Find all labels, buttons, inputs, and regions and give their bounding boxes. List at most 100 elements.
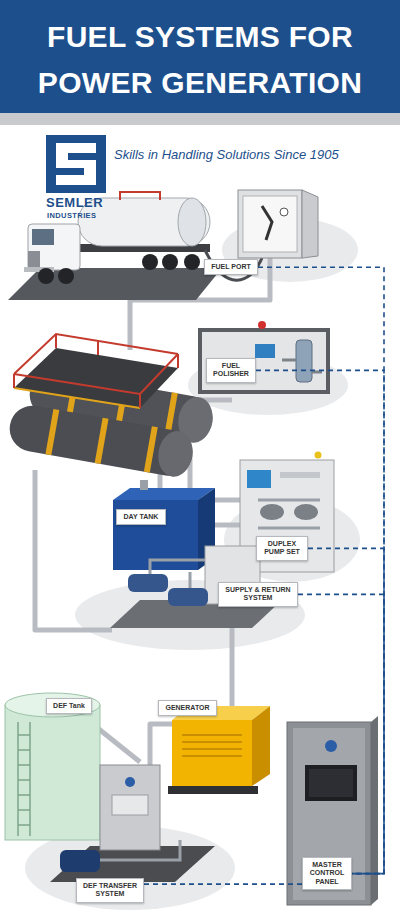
panel-side [371, 716, 378, 905]
pump-motor [168, 588, 208, 606]
fuel-port-cabinet [238, 190, 318, 258]
gauge [280, 208, 288, 216]
internal-pipe [100, 840, 180, 860]
tank-band [45, 409, 59, 455]
cabinet-frame [198, 328, 330, 394]
truck-cab [28, 224, 80, 270]
generator [168, 706, 270, 794]
control-screen [247, 470, 271, 488]
control-screen [255, 344, 275, 358]
control-link [144, 883, 302, 885]
component-label-box: DUPLEX PUMP SET [256, 536, 308, 561]
component-label: DAY TANK [121, 513, 161, 521]
pump-motor [294, 504, 318, 520]
tank-fitting [140, 480, 148, 490]
tanker-rail [120, 192, 160, 200]
component-label-box: FUEL POLISHER [206, 358, 256, 383]
panel-body [287, 722, 371, 905]
transfer-cabinet [100, 765, 160, 850]
master-control-panel [287, 716, 378, 905]
tank-end [155, 428, 196, 479]
tanker-truck [8, 192, 262, 300]
platform-rail [14, 334, 178, 374]
brand-name: INDUSTRIES [47, 211, 96, 220]
component-label: DEF Tank [51, 702, 87, 710]
tanker-end [178, 198, 206, 246]
component-label: DEF TRANSFER SYSTEM [81, 882, 139, 899]
component-label: GENERATOR [163, 704, 212, 712]
component-label-box: MASTER CONTROL PANEL [302, 857, 352, 890]
fuel-pipe [35, 470, 112, 630]
indicator-strip [280, 472, 320, 478]
truck-wheel [142, 254, 158, 270]
beacon-light [315, 452, 322, 459]
filter-vessel [296, 340, 312, 382]
logo-block [46, 135, 106, 193]
page-title: FUEL SYSTEMS FOR POWER GENERATION [20, 14, 380, 106]
component-label-box: DEF TRANSFER SYSTEM [76, 878, 144, 903]
logo-s-shape [56, 143, 96, 185]
truck-wheel [38, 268, 54, 284]
tagline: Skills in Handling Solutions Since 1905 [114, 147, 339, 163]
selector-knob [125, 777, 135, 787]
generator-side [252, 706, 270, 786]
component-label: FUEL PORT [209, 263, 253, 271]
selector-knob [325, 740, 337, 752]
control-link [308, 548, 384, 873]
generator-front [172, 720, 252, 786]
component-label-box: FUEL PORT [204, 259, 258, 275]
fuel-pipe [215, 523, 242, 528]
tank-body [6, 402, 196, 479]
brand-name: SEMLER [46, 196, 103, 210]
storage-tanks [6, 334, 216, 479]
truck-wheel [162, 254, 178, 270]
tank-platform [14, 348, 178, 408]
component-label-box: GENERATOR [158, 700, 217, 716]
storage-tank [6, 402, 196, 479]
title-rule [0, 113, 400, 125]
beacon-light [258, 321, 266, 329]
cabinet-door [112, 795, 148, 815]
cabinet-face [202, 332, 326, 390]
cabinet-body [238, 190, 302, 258]
control-link [258, 267, 384, 873]
touch-screen [305, 765, 357, 801]
component-label: DUPLEX PUMP SET [261, 540, 303, 557]
screen-glass [309, 769, 353, 797]
pump-motor [128, 574, 168, 592]
rail-post [97, 341, 99, 355]
fuel-polisher-cabinet [198, 321, 330, 394]
cabinet-door [302, 190, 318, 258]
day-tank [113, 480, 215, 570]
fuel-pipe [230, 625, 235, 706]
truck-pad [8, 268, 222, 300]
tank-ladder [18, 722, 30, 836]
pump-motor [260, 504, 284, 520]
rail-post [55, 334, 57, 348]
generator-vent [182, 735, 242, 756]
component-label-box: SUPPLY & RETURN SYSTEM [218, 582, 298, 607]
internal-pipe [258, 500, 320, 528]
pump-motor [60, 850, 100, 872]
tank-band [95, 418, 109, 464]
def-tank-top [5, 693, 100, 717]
platform-rail [14, 354, 178, 394]
control-link [298, 594, 384, 873]
def-tank [5, 693, 100, 840]
component-label-box: DAY TANK [116, 509, 166, 525]
floor-shadow [75, 580, 305, 650]
component-label: MASTER CONTROL PANEL [307, 861, 347, 886]
def-transfer-skid [50, 765, 215, 882]
fuel-nozzle [262, 206, 272, 240]
component-label: FUEL POLISHER [211, 362, 251, 379]
def-tank-body [5, 705, 100, 840]
logo-mark [46, 135, 106, 193]
rail-post [13, 374, 15, 388]
truck-wheel [58, 268, 74, 284]
truck-grille [28, 251, 40, 267]
truck-wheel [184, 254, 200, 270]
